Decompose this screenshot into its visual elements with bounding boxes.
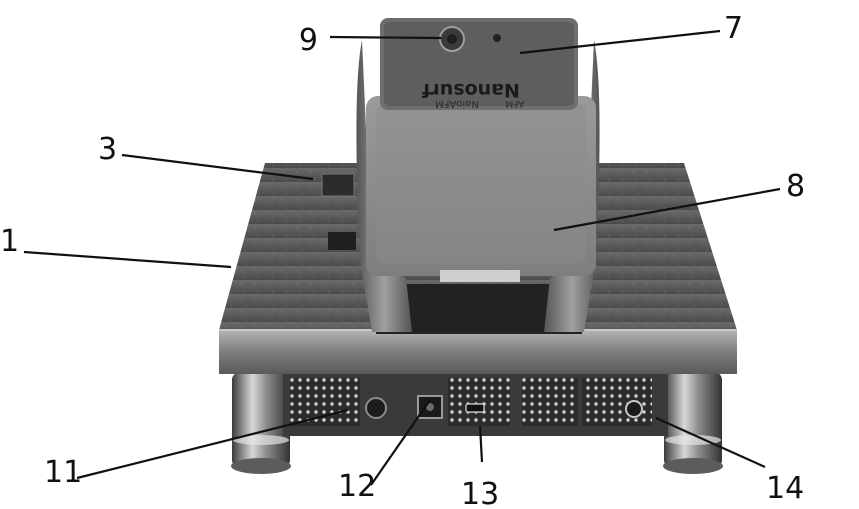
callout-13: 13	[461, 477, 499, 509]
electronics-box	[283, 366, 668, 436]
callout-9: 9	[299, 23, 318, 58]
sample-slot	[321, 173, 355, 197]
callout-leaders	[23, 29, 781, 486]
sample-slot	[328, 232, 356, 250]
support-feet	[231, 372, 723, 474]
callout-1: 1	[0, 224, 19, 259]
scan-head-hood	[366, 96, 596, 282]
usb-port	[465, 403, 485, 413]
cover-brand-text: Nanosurf	[421, 79, 520, 101]
callout-14: 14	[766, 471, 804, 506]
cover-model-text: NaioAFM	[435, 98, 479, 109]
callout-12: 12	[338, 469, 376, 504]
power-button	[365, 397, 387, 419]
callout-7: 7	[724, 11, 743, 46]
callout-11: 11	[44, 455, 82, 490]
status-led	[493, 34, 501, 42]
cover-badge-text: AFM	[505, 98, 524, 108]
audio-port	[625, 400, 643, 418]
scan-head-cover: Nanosurf NaioAFM AFM	[380, 18, 578, 110]
callout-3: 3	[98, 132, 117, 167]
callout-8: 8	[786, 169, 805, 204]
